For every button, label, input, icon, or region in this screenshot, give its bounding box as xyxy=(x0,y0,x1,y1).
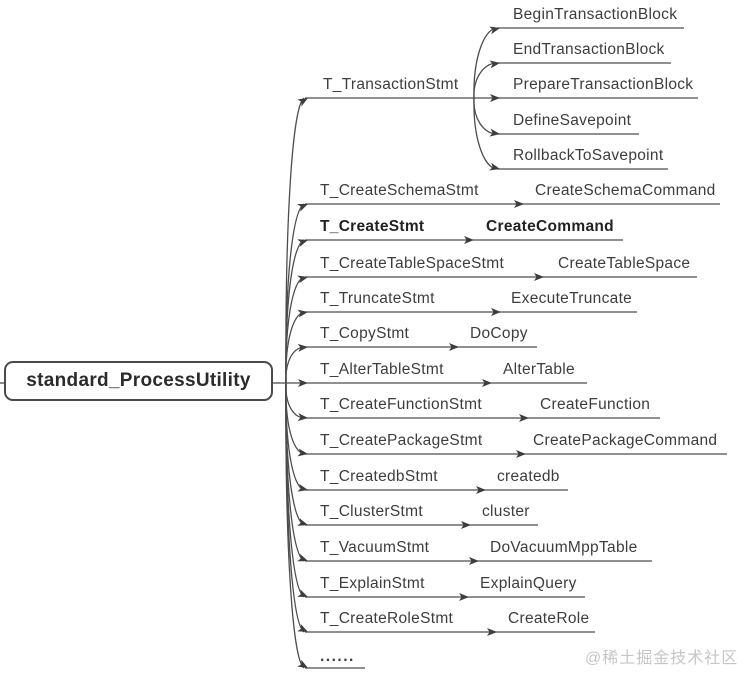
node-begintransactionblock: BeginTransactionBlock xyxy=(513,6,678,23)
node-t-createpackagestmt: T_CreatePackageStmt xyxy=(320,432,483,449)
node-cluster: cluster xyxy=(482,503,530,520)
node-t-transactionstmt: T_TransactionStmt xyxy=(323,76,459,93)
node-t-clusterstmt: T_ClusterStmt xyxy=(320,503,423,520)
transaction-child-arrowheads xyxy=(489,26,500,171)
node-executetruncate: ExecuteTruncate xyxy=(511,290,633,307)
node-t-explainstmt: T_ExplainStmt xyxy=(320,575,425,592)
node-t-truncatestmt: T_TruncateStmt xyxy=(320,290,435,307)
branch-underlines xyxy=(305,97,727,669)
node-createrole: CreateRole xyxy=(508,610,590,627)
root-node-label: standard_ProcessUtility xyxy=(26,370,251,391)
node-createpackagecommand: CreatePackageCommand xyxy=(533,432,718,449)
node-rollbacktosavepoint: RollbackToSavepoint xyxy=(513,147,664,164)
node-altertable: AlterTable xyxy=(503,361,575,378)
node-createdb: createdb xyxy=(497,468,560,485)
node-t-createdbstmt: T_CreatedbStmt xyxy=(320,468,438,485)
transaction-child-underlines xyxy=(497,27,698,170)
node-t-createrolestmt: T_CreateRoleStmt xyxy=(320,610,454,627)
branch-start-arrowheads xyxy=(297,98,308,668)
node-ellipsis: ...... xyxy=(320,648,355,665)
node-t-createtablespacestmt: T_CreateTableSpaceStmt xyxy=(320,255,505,272)
node-t-createfunctionstmt: T_CreateFunctionStmt xyxy=(320,396,482,413)
node-definesavepoint: DefineSavepoint xyxy=(513,112,632,129)
node-dovacuummpptable: DoVacuumMppTable xyxy=(490,539,638,556)
node-t-altertablestmt: T_AlterTableStmt xyxy=(320,361,444,378)
node-createtablespace: CreateTableSpace xyxy=(558,255,691,272)
watermark-text: @稀土掘金技术社区 xyxy=(585,650,739,667)
node-createfunction: CreateFunction xyxy=(540,396,651,413)
node-createcommand: CreateCommand xyxy=(486,218,614,235)
node-t-copystmt: T_CopyStmt xyxy=(320,325,410,342)
node-t-vacuumstmt: T_VacuumStmt xyxy=(320,539,430,556)
node-docopy: DoCopy xyxy=(470,325,528,342)
node-endtransactionblock: EndTransactionBlock xyxy=(513,41,665,58)
node-preparetransactionblock: PrepareTransactionBlock xyxy=(513,76,694,93)
root-node: standard_ProcessUtility xyxy=(4,361,273,401)
handler-arrowheads xyxy=(449,200,544,636)
node-explainquery: ExplainQuery xyxy=(480,575,577,592)
root-fan-curves xyxy=(285,97,305,669)
node-createschemacommand: CreateSchemaCommand xyxy=(535,182,716,199)
node-t-createstmt: T_CreateStmt xyxy=(320,218,425,235)
node-t-createschemastmt: T_CreateSchemaStmt xyxy=(320,182,479,199)
transaction-fan-curves xyxy=(473,27,497,170)
